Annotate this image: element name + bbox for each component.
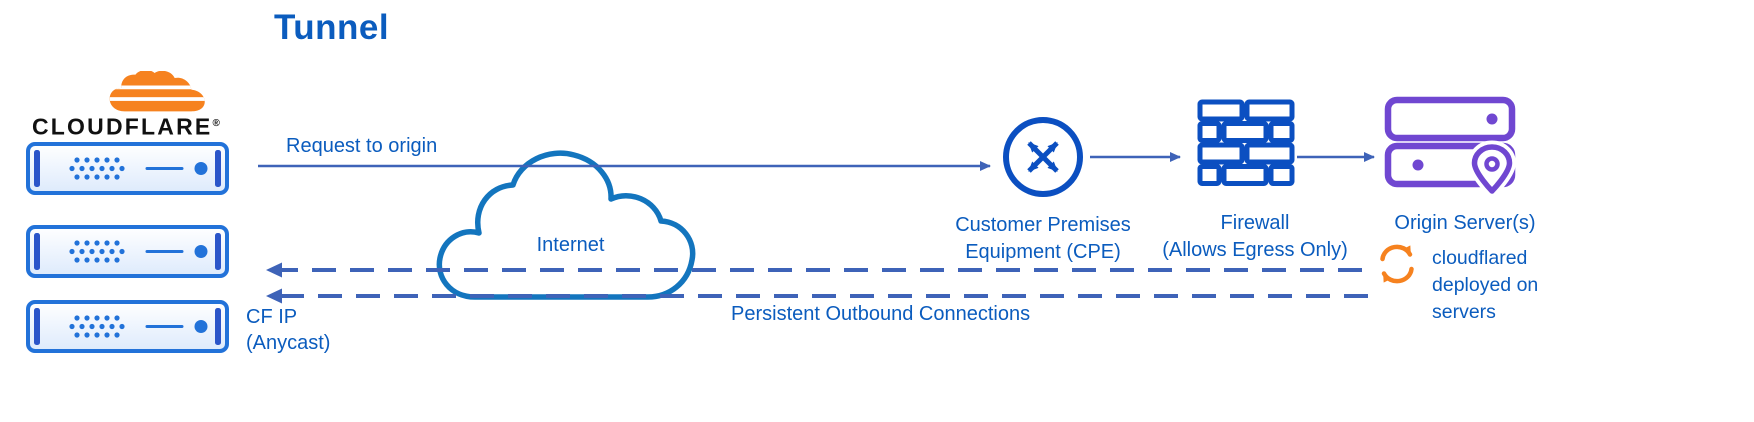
registered-mark: ® xyxy=(212,118,220,129)
cloudflared-note: cloudflared deployed on servers xyxy=(1432,247,1539,323)
internet-label: Internet xyxy=(536,234,605,256)
cpe-label: Customer Premises Equipment (CPE) xyxy=(955,214,1131,263)
origin-server-icon xyxy=(1384,96,1516,198)
origin-servers-label: Origin Server(s) xyxy=(1394,212,1536,234)
firewall-icon xyxy=(1197,99,1295,186)
cpe-router-icon xyxy=(1003,117,1083,197)
request-to-origin-label: Request to origin xyxy=(286,135,438,157)
cloudflare-logo-cloud-icon xyxy=(109,71,205,112)
firewall-label: Firewall (Allows Egress Only) xyxy=(1162,212,1348,261)
location-pin-icon xyxy=(1468,140,1516,198)
internet-cloud-icon xyxy=(436,150,696,300)
diagram-title: Tunnel xyxy=(274,8,390,47)
persistent-outbound-label: Persistent Outbound Connections xyxy=(731,303,1031,325)
cloudflare-wordmark: CLOUDFLARE® xyxy=(32,112,220,139)
cloudflared-sync-icon xyxy=(1380,244,1414,284)
cf-ip-anycast-label: CF IP (Anycast) xyxy=(246,306,331,354)
brand-text: CLOUDFLARE xyxy=(32,113,213,140)
